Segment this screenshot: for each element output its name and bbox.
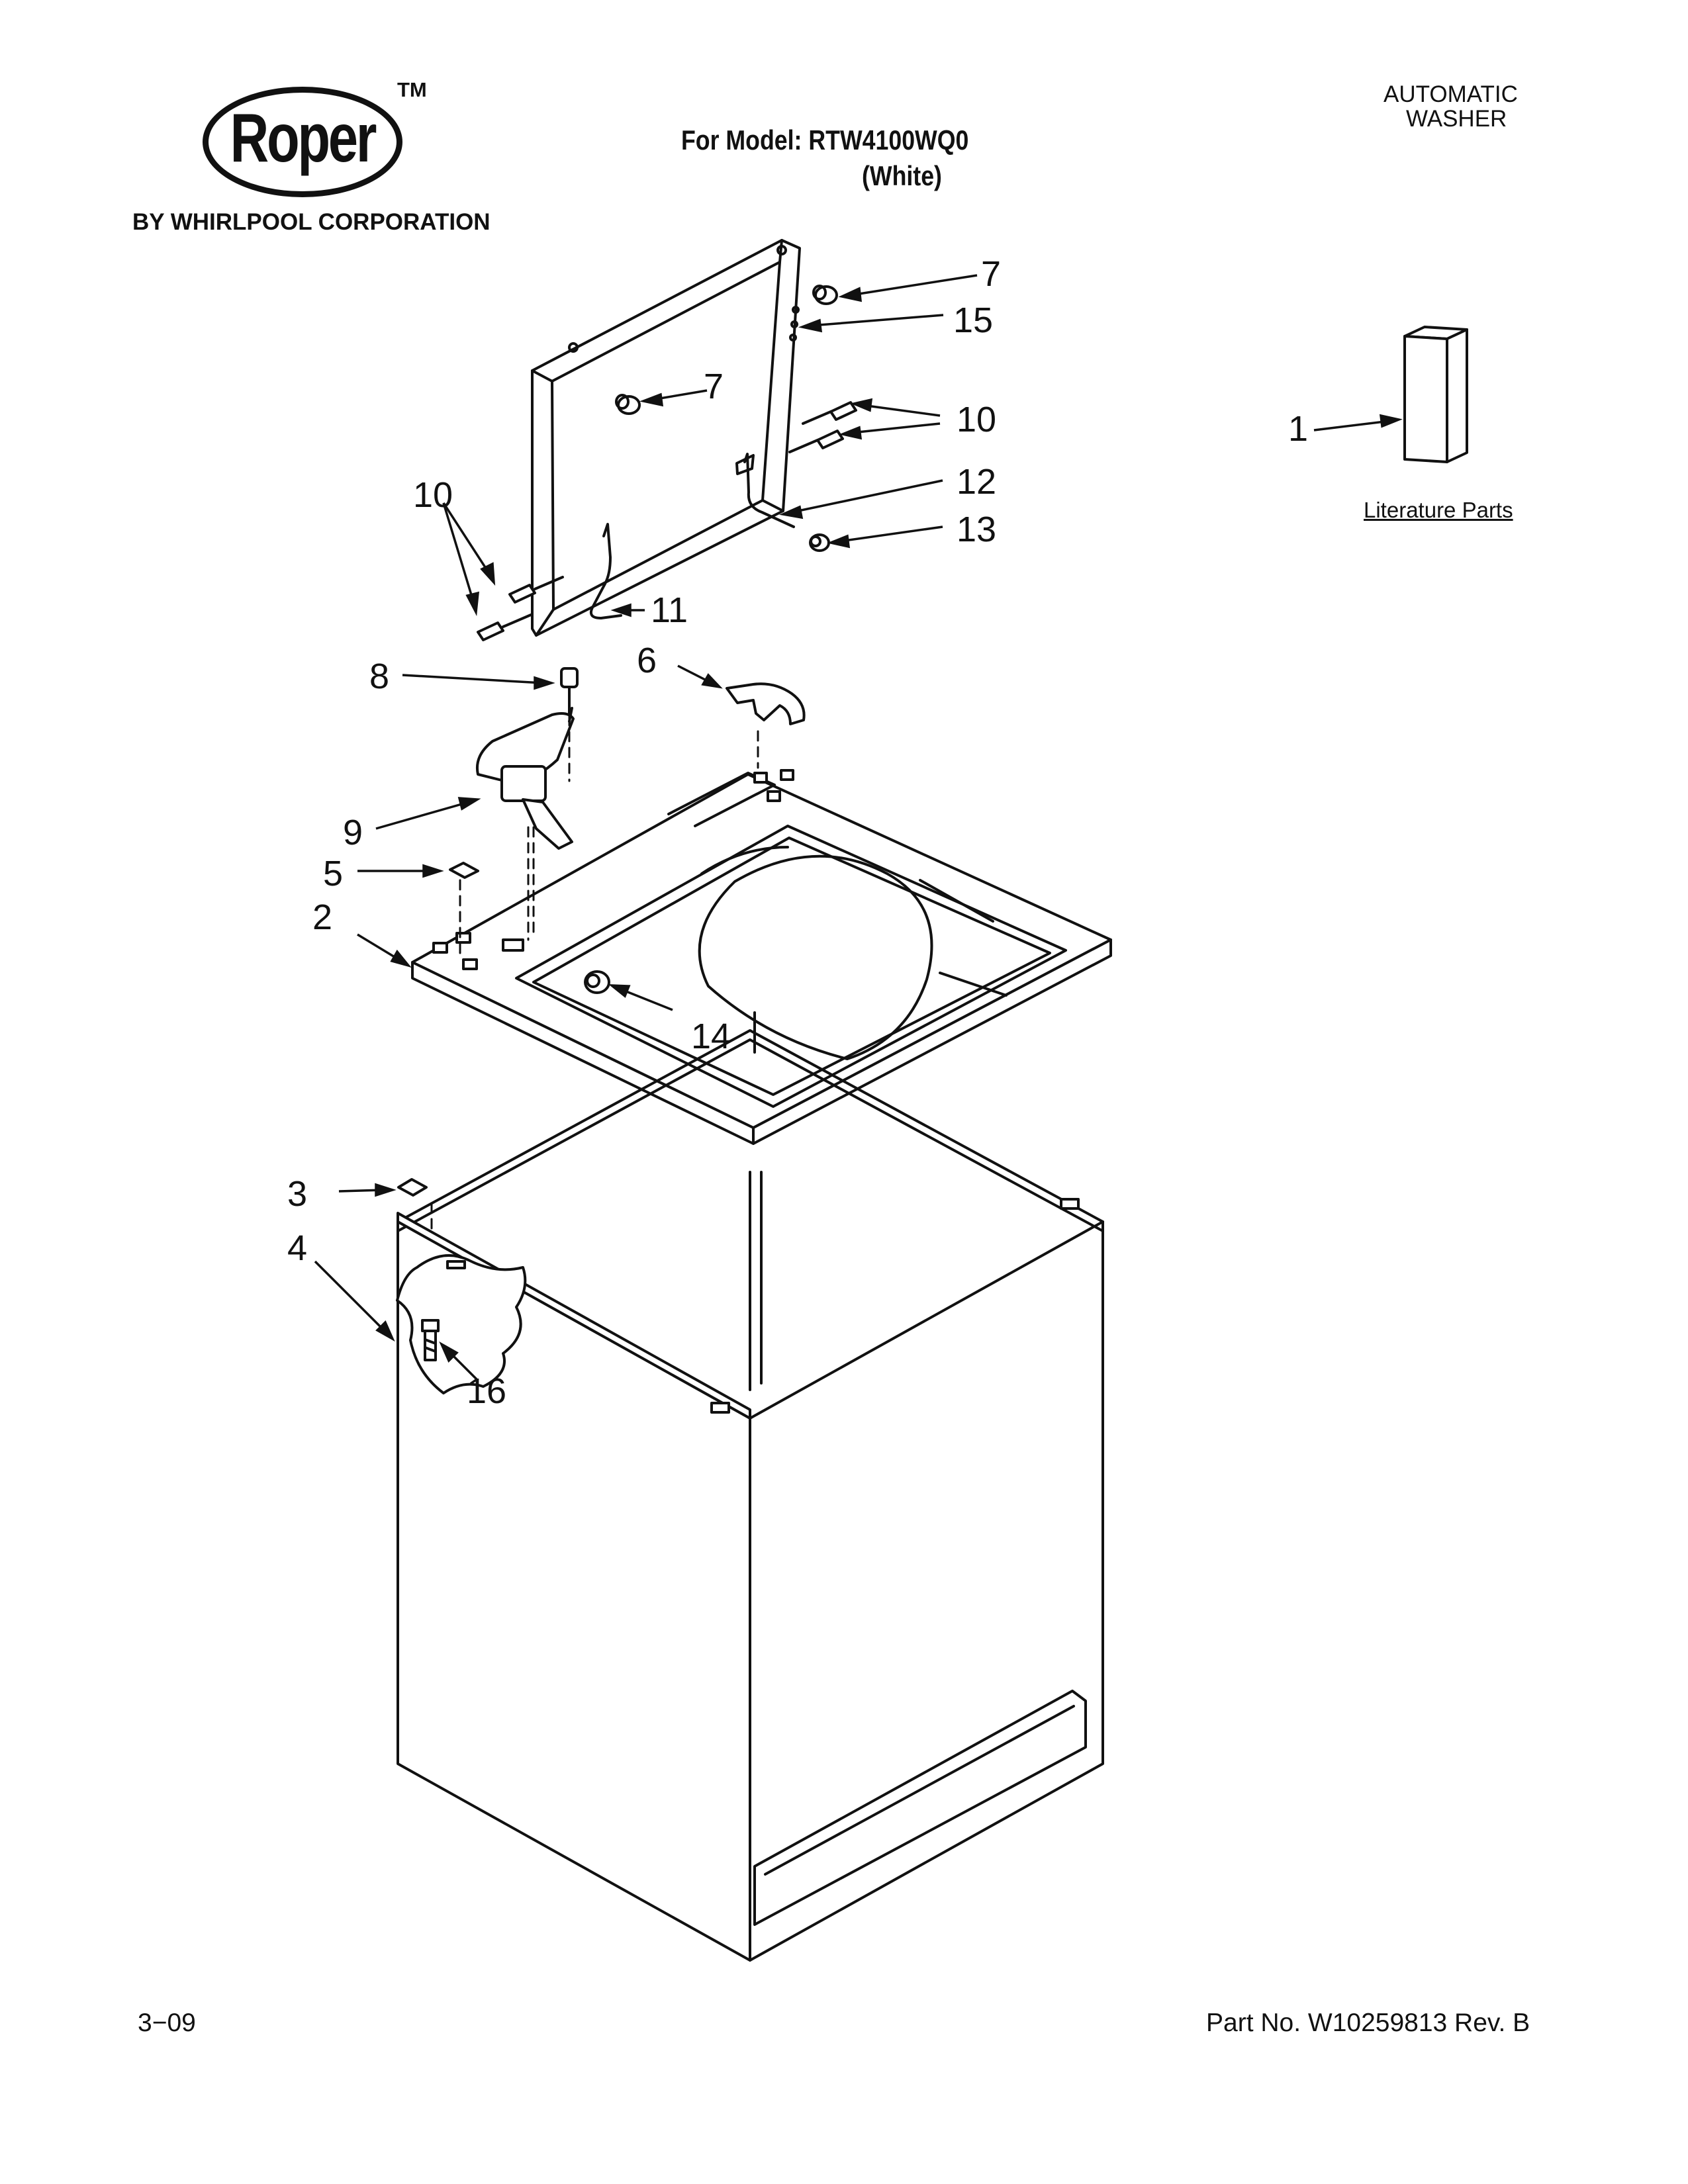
literature-booklet	[1403, 326, 1468, 463]
lid-switch-assembly	[476, 707, 575, 850]
trademark-mark: TM	[397, 78, 427, 101]
lid-switch-bracket	[726, 682, 806, 725]
callout-6: 6	[637, 641, 657, 680]
callout-10-right: 10	[957, 400, 996, 439]
top-panel	[411, 769, 1112, 1145]
product-type-line1: AUTOMATIC	[1383, 81, 1518, 107]
lid-bumper-left	[615, 394, 641, 415]
lid-frame	[531, 239, 801, 637]
callout-16: 16	[467, 1371, 506, 1411]
callout-13: 13	[957, 510, 996, 549]
fill-nozzle	[584, 970, 610, 994]
lid-plug	[560, 667, 579, 716]
callout-4: 5	[323, 854, 343, 893]
literature-parts-label: Literature Parts	[1364, 498, 1513, 522]
product-type-line2: WASHER	[1406, 106, 1507, 132]
callout-numbers: 7 15 7 10 12 13 11 10 8 6 9 5 2 14 3 4 1…	[287, 254, 1308, 1411]
hinge-screws-left	[477, 576, 564, 641]
hinge-rod-left	[590, 523, 622, 619]
roper-logo-ring	[203, 87, 402, 197]
brand-byline: BY WHIRLPOOL CORPORATION	[132, 209, 491, 235]
callout-14: 14	[691, 1017, 731, 1056]
callout-9: 9	[343, 813, 363, 852]
cabinet	[396, 1029, 1104, 1962]
hinge-screws-right	[788, 401, 857, 453]
cabinet-clip	[397, 1178, 428, 1197]
callout-5: 4	[287, 1228, 307, 1268]
washer-small	[449, 862, 479, 879]
callout-1: 1	[1288, 409, 1308, 449]
callout-2: 2	[312, 897, 332, 937]
callout-3: 3	[287, 1174, 307, 1214]
callout-11: 11	[651, 590, 688, 630]
callout-8: 8	[369, 657, 389, 696]
model-color: (White)	[862, 160, 942, 191]
lid-bumper-upper	[812, 285, 838, 305]
callout-7-left: 7	[704, 367, 724, 406]
callout-7-upper: 7	[981, 254, 1001, 294]
callout-10-left: 10	[413, 475, 453, 515]
callout-15: 15	[953, 300, 993, 340]
part-number: Part No. W10259813 Rev. B	[1206, 2009, 1530, 2037]
callout-leaders	[314, 274, 1403, 1381]
model-number: For Model: RTW4100WQ0	[681, 124, 969, 156]
hinge-bushing	[809, 533, 830, 552]
revision-date: 3−09	[138, 2009, 196, 2037]
hinge-rod-right	[743, 453, 795, 528]
cabinet-screw	[421, 1319, 440, 1361]
callout-12: 12	[957, 462, 996, 502]
roper-logo-wordmark: Roper	[230, 100, 377, 177]
